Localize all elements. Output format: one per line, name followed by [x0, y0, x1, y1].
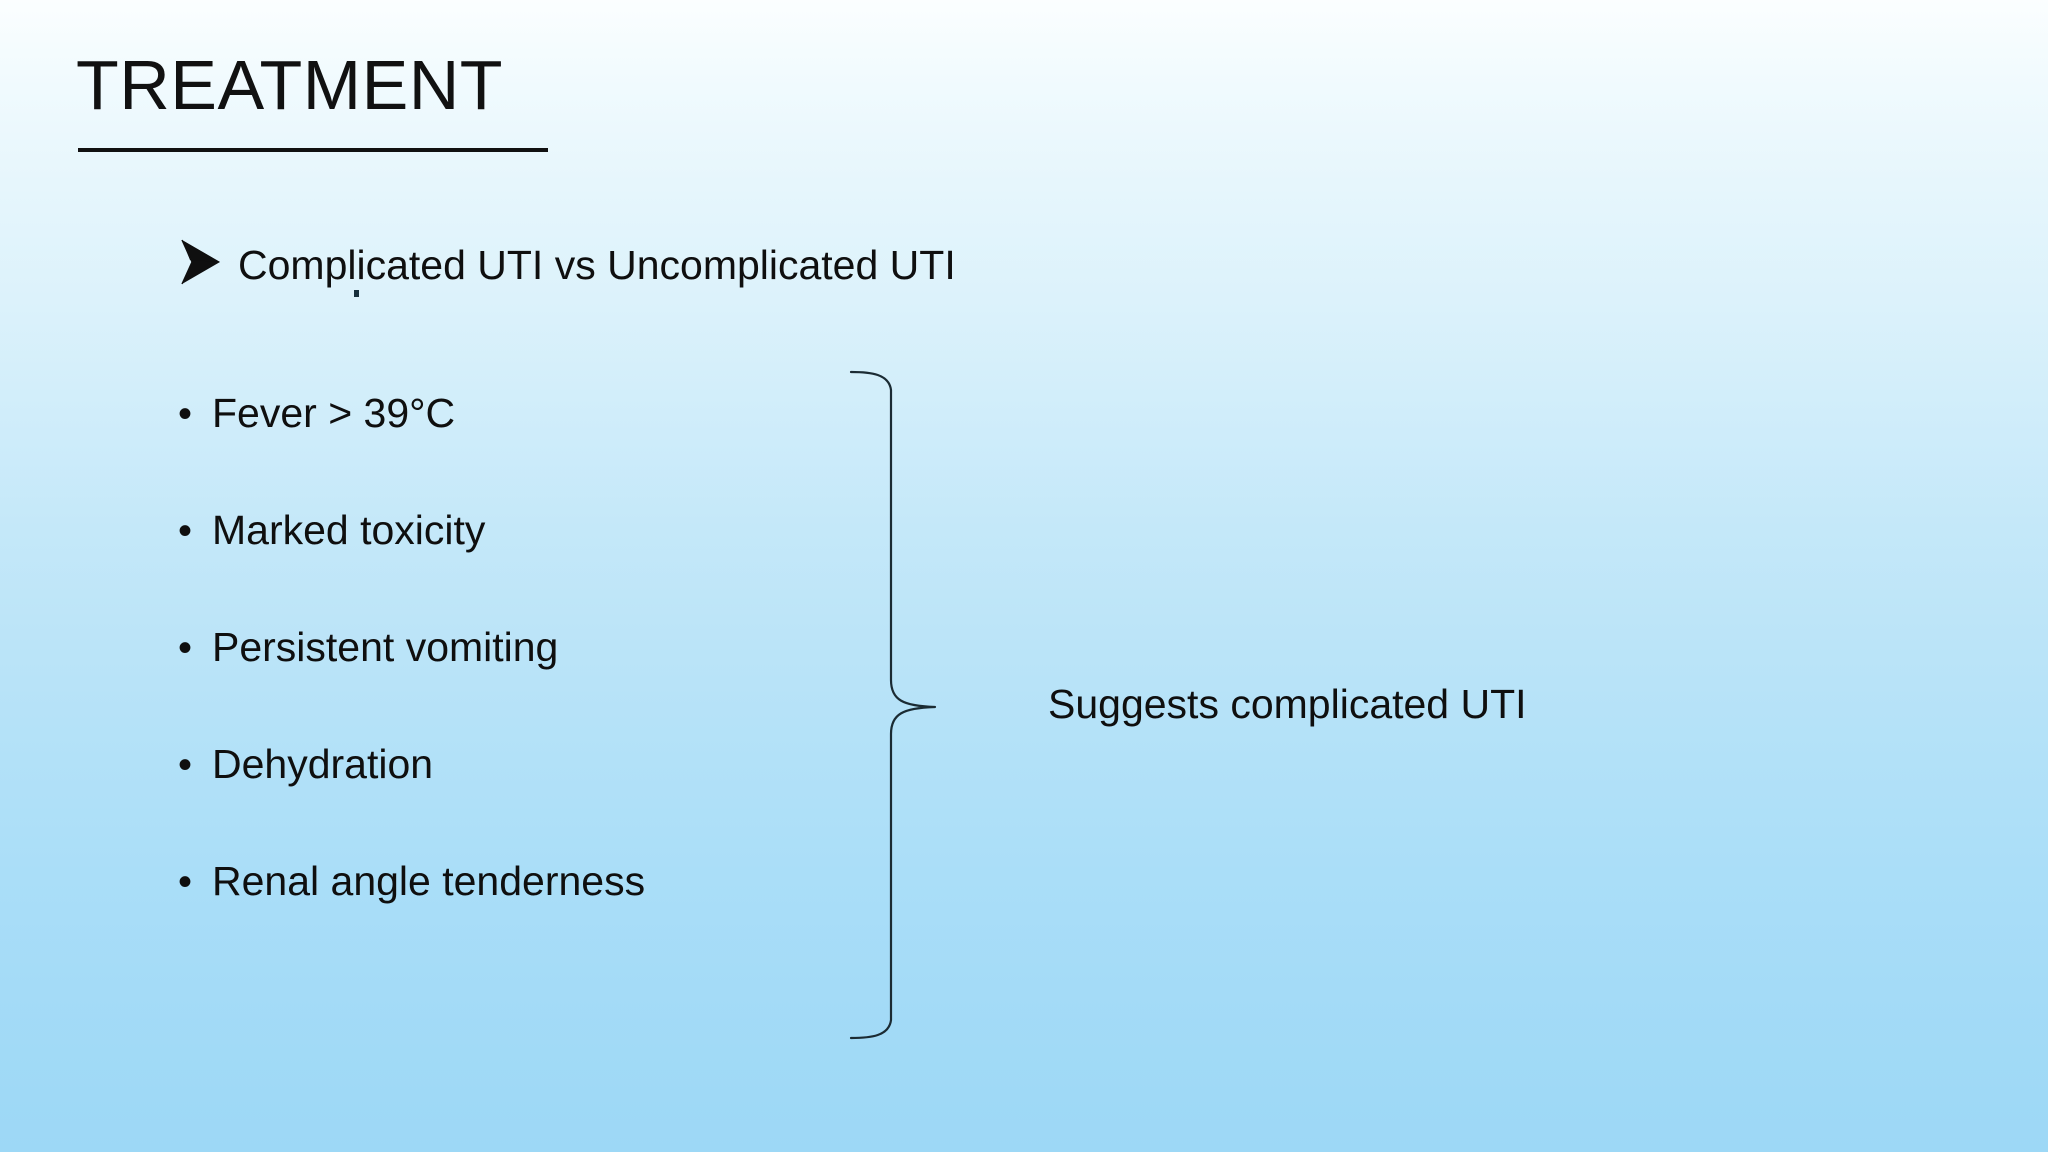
arrow-bullet-icon	[178, 238, 224, 288]
list-item: • Fever > 39°C	[178, 390, 878, 509]
list-item: • Marked toxicity	[178, 507, 878, 626]
round-bullet-icon: •	[178, 392, 193, 436]
title-underline	[78, 148, 548, 152]
list-item-label: Dehydration	[212, 741, 434, 787]
list-item: • Dehydration	[178, 741, 878, 860]
list-item: • Renal angle tenderness	[178, 858, 878, 977]
round-bullet-icon: •	[178, 509, 193, 553]
page-title: TREATMENT	[76, 46, 504, 124]
list-item-label: Fever > 39°C	[212, 390, 456, 436]
lead-point-label: Complicated UTI vs Uncomplicated UTI	[238, 242, 956, 288]
list-item-label: Renal angle tenderness	[212, 858, 646, 904]
conclusion-label: Suggests complicated UTI	[1048, 681, 1527, 727]
criteria-list: • Fever > 39°C • Marked toxicity • Persi…	[178, 390, 878, 977]
list-item-label: Persistent vomiting	[212, 624, 559, 670]
list-item-label: Marked toxicity	[212, 507, 486, 553]
stray-speck	[354, 290, 359, 297]
round-bullet-icon: •	[178, 743, 193, 787]
round-bullet-icon: •	[178, 626, 193, 670]
round-bullet-icon: •	[178, 860, 193, 904]
list-item: • Persistent vomiting	[178, 624, 878, 743]
lead-point-row: Complicated UTI vs Uncomplicated UTI	[178, 238, 956, 288]
